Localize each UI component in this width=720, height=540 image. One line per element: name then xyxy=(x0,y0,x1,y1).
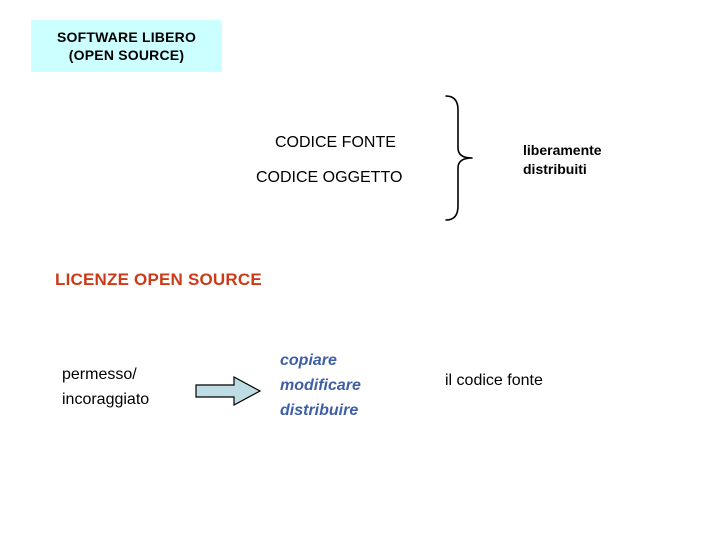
label-codice-oggetto: CODICE OGGETTO xyxy=(256,169,403,186)
title-line-1: SOFTWARE LIBERO xyxy=(56,29,197,45)
label-codice-fonte: CODICE FONTE xyxy=(275,134,396,151)
action-distribuire: distribuire xyxy=(280,402,359,419)
title-line-2: (OPEN SOURCE) xyxy=(68,47,185,63)
permission-line-2: incoraggiato xyxy=(62,391,150,408)
permission-line-1: permesso/ xyxy=(62,366,137,383)
title-box: SOFTWARE LIBERO (OPEN SOURCE) xyxy=(31,20,222,72)
outcome-distribuiti: liberamente distribuiti xyxy=(523,141,602,179)
permission-text: permesso/ incoraggiato xyxy=(62,362,149,412)
section-heading-licenze-open-source: LICENZE OPEN SOURCE xyxy=(55,270,262,289)
right-block-arrow-icon xyxy=(195,375,262,407)
actions-object-text: il codice fonte xyxy=(445,372,543,389)
action-copiare: copiare xyxy=(280,352,337,369)
actions-list: copiare modificare distribuire xyxy=(280,348,361,423)
right-curly-brace-icon xyxy=(445,95,473,221)
outcome-line-2: distribuiti xyxy=(523,161,587,177)
action-modificare: modificare xyxy=(280,377,361,394)
outcome-line-1: liberamente xyxy=(523,142,602,158)
